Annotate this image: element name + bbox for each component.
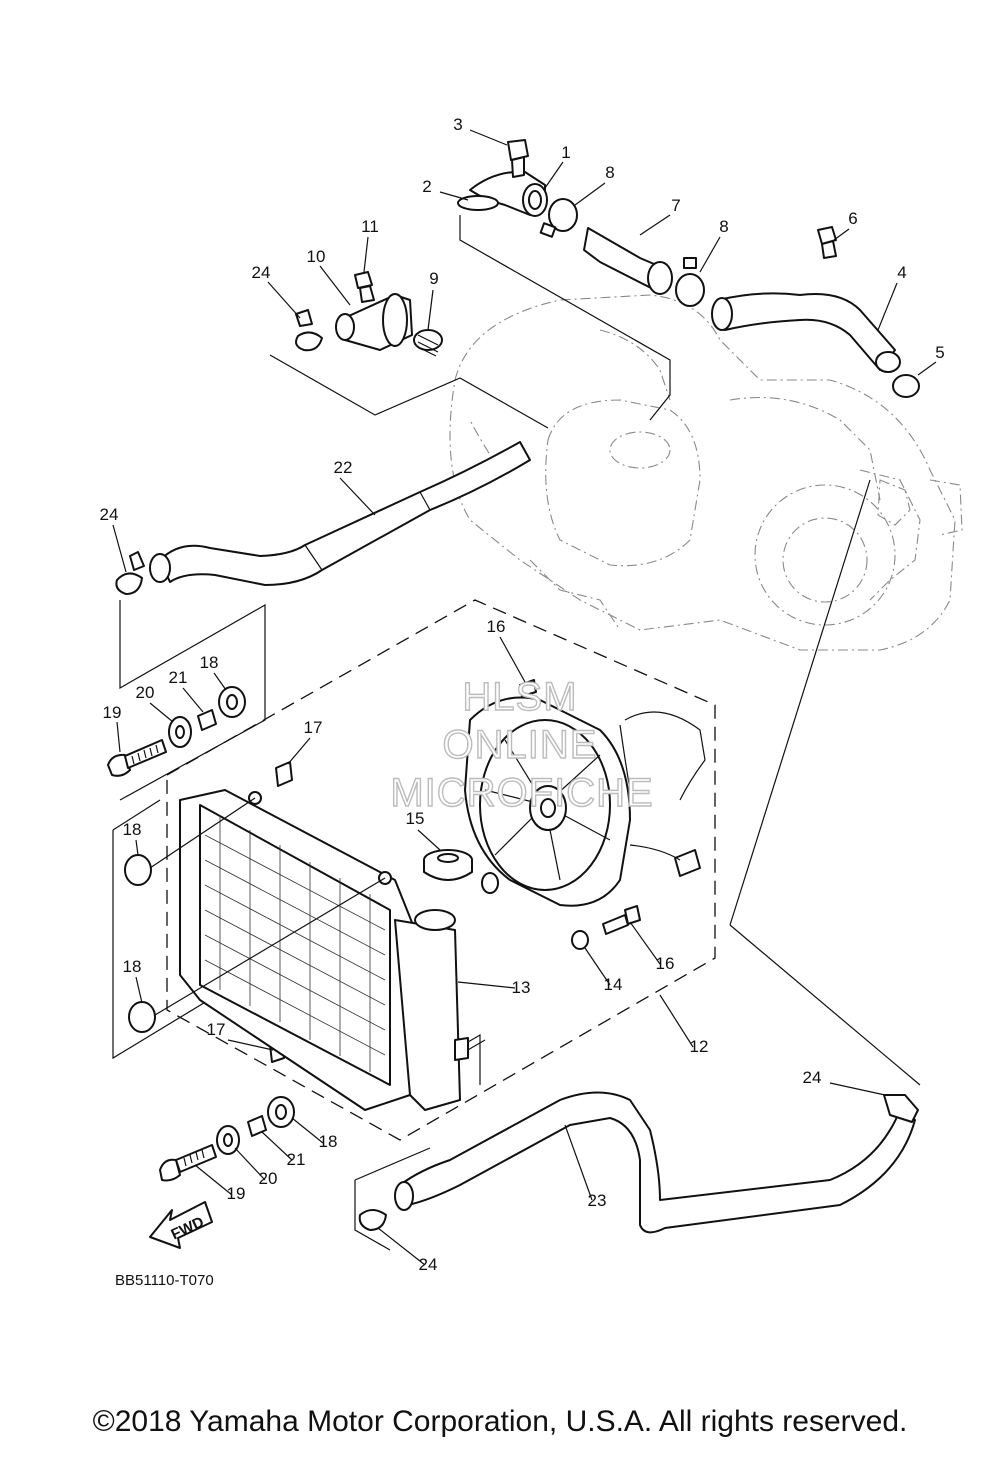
callout-c20a: 20 bbox=[136, 683, 155, 702]
callout-c5: 5 bbox=[935, 343, 944, 362]
callout-c21a: 21 bbox=[169, 668, 188, 687]
callout-c9: 9 bbox=[429, 269, 438, 288]
hose-22 bbox=[115, 441, 531, 595]
callout-c17a: 17 bbox=[304, 718, 323, 737]
callout-c17b: 17 bbox=[207, 1020, 226, 1039]
callout-c22: 22 bbox=[334, 458, 353, 477]
callout-c7: 7 bbox=[671, 196, 680, 215]
callout-c16b: 16 bbox=[656, 954, 675, 973]
callout-c19a: 19 bbox=[103, 703, 122, 722]
water-outlet-group bbox=[457, 139, 705, 307]
callout-c13: 13 bbox=[512, 978, 531, 997]
copyright-notice: ©2018 Yamaha Motor Corporation, U.S.A. A… bbox=[92, 1405, 908, 1438]
leader-lines bbox=[112, 129, 937, 1266]
thermostat-group bbox=[295, 271, 443, 357]
callout-c18a: 18 bbox=[200, 653, 219, 672]
callout-c18d: 18 bbox=[319, 1132, 338, 1151]
callout-c24b: 24 bbox=[100, 505, 119, 524]
callout-c6: 6 bbox=[848, 209, 857, 228]
forward-arrow-icon: FWD bbox=[149, 1201, 213, 1249]
callout-c3: 3 bbox=[453, 115, 462, 134]
callout-c18c: 18 bbox=[123, 957, 142, 976]
callout-c16a: 16 bbox=[487, 617, 506, 636]
reference-lines bbox=[112, 215, 921, 1251]
callout-c20b: 20 bbox=[259, 1169, 278, 1188]
callout-c14: 14 bbox=[604, 975, 623, 994]
radiator bbox=[149, 789, 473, 1111]
callout-c11: 11 bbox=[361, 217, 379, 236]
watermark-line-3: MICROFICHE bbox=[390, 771, 653, 815]
callout-c10: 10 bbox=[307, 247, 326, 266]
callout-c19b: 19 bbox=[227, 1184, 246, 1203]
callout-c15: 15 bbox=[406, 809, 425, 828]
callout-c21b: 21 bbox=[287, 1150, 306, 1169]
water-pipe-group bbox=[711, 226, 920, 398]
part-code: BB51110-T070 bbox=[115, 1272, 214, 1289]
callout-c12: 12 bbox=[690, 1037, 709, 1056]
callout-c18b: 18 bbox=[123, 820, 142, 839]
callout-c8b: 8 bbox=[719, 217, 728, 236]
callout-c2: 2 bbox=[422, 177, 431, 196]
callout-c24a: 24 bbox=[252, 263, 271, 282]
callout-c1: 1 bbox=[561, 143, 570, 162]
callout-c8a: 8 bbox=[605, 163, 614, 182]
fan-motor bbox=[464, 679, 706, 950]
watermark-line-2: ONLINE bbox=[443, 723, 598, 767]
watermark-line-1: HLSM bbox=[462, 675, 577, 719]
mount-hardware-upper bbox=[107, 686, 293, 1063]
mount-hardware-lower bbox=[159, 1096, 295, 1182]
watermark: HLSM ONLINE MICROFICHE bbox=[390, 674, 654, 815]
callout-c24d: 24 bbox=[419, 1255, 438, 1274]
callout-c24c: 24 bbox=[803, 1068, 822, 1087]
callout-c4: 4 bbox=[897, 263, 906, 282]
callout-c23: 23 bbox=[588, 1191, 607, 1210]
hose-23 bbox=[358, 1091, 919, 1234]
